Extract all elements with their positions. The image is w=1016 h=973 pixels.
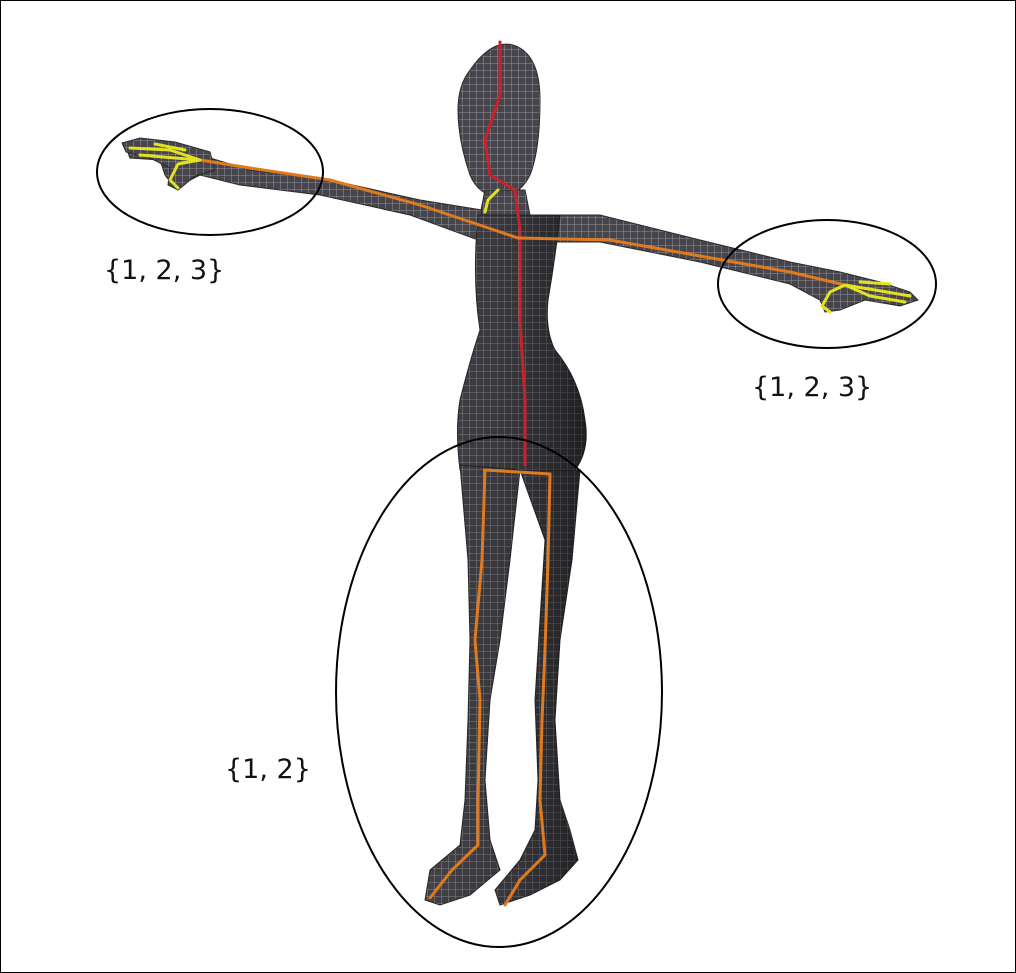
right-arm-label: {1, 2, 3} [752, 374, 872, 401]
mesh-shading [425, 215, 586, 905]
left-arm-label: {1, 2, 3} [104, 257, 224, 284]
legs-label: {1, 2} [225, 756, 311, 783]
